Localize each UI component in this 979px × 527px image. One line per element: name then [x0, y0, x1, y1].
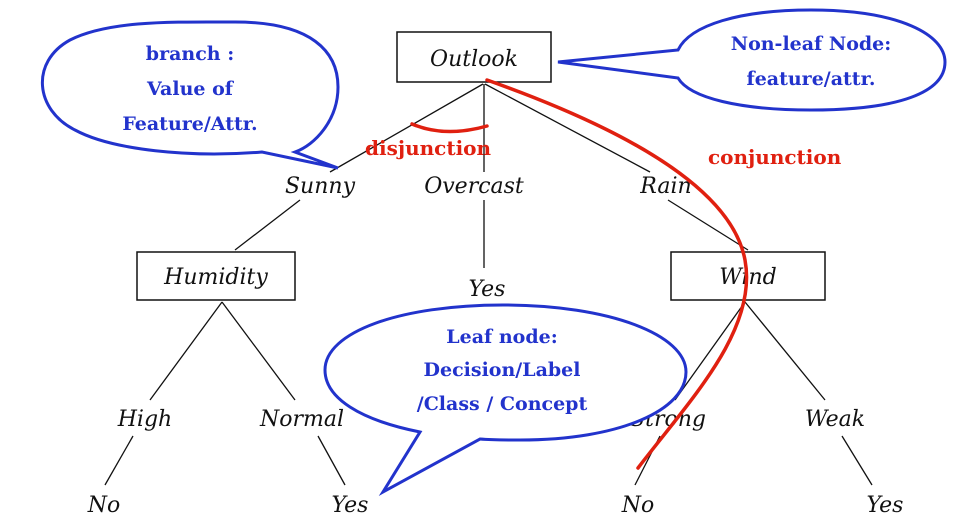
node-humidity-label: Humidity [163, 265, 268, 290]
branch-overcast-label: Overcast [424, 174, 524, 199]
conjunction-label: conjunction [708, 145, 842, 169]
edge-humidity-high [149, 301, 223, 401]
branch-weak-label: Weak [805, 407, 865, 432]
branch-callout-line1: branch : [146, 43, 234, 65]
leaf-callout: Leaf node: Decision/Label /Class / Conce… [323, 303, 688, 497]
conjunction-path [485, 78, 749, 470]
nonleaf-callout-line1: Non-leaf Node: [731, 33, 892, 55]
leaf-callout-line1: Leaf node: [446, 326, 557, 348]
nonleaf-callout-line2: feature/attr. [747, 68, 876, 90]
branch-sunny-label: Sunny [285, 174, 356, 199]
branch-normal-label: Normal [259, 407, 344, 432]
edge-rain-wind [667, 199, 749, 251]
leaf-no-label: No [621, 493, 655, 518]
branch-callout-bubble [41, 20, 340, 170]
leaf-callout-line2: Decision/Label [424, 359, 581, 381]
tree-edges [104, 83, 873, 486]
edge-outlook-sunny [329, 83, 484, 173]
edge-wind-strong [674, 301, 746, 401]
leaf-callout-bubble [323, 303, 688, 497]
nonleaf-callout: Non-leaf Node: feature/attr. [557, 8, 947, 112]
edge-high-no [104, 435, 134, 486]
disjunction-arc [410, 122, 489, 134]
leaf-yes-label: Yes [332, 493, 369, 518]
branch-high-label: High [117, 407, 172, 432]
edge-humidity-normal [221, 301, 296, 401]
nonleaf-callout-bubble [557, 8, 947, 112]
node-box-outlook [396, 31, 552, 83]
leaf-yes-label: Yes [867, 493, 904, 518]
leaf-overcast-yes-label: Yes [469, 277, 506, 302]
edge-sunny-humidity [234, 199, 301, 251]
edge-outlook-rain [484, 83, 651, 173]
node-box-humidity [136, 251, 296, 301]
branch-callout: branch : Value of Feature/Attr. [41, 20, 340, 170]
edge-weak-yes [841, 435, 873, 486]
branch-callout-line3: Feature/Attr. [122, 113, 257, 135]
edge-wind-weak [744, 301, 826, 401]
node-outlook-label: Outlook [430, 47, 518, 72]
edge-normal-yes [317, 435, 346, 486]
leaf-no-label: No [87, 493, 121, 518]
leaf-callout-line3: /Class / Concept [417, 393, 588, 415]
branch-rain-label: Rain [639, 174, 691, 199]
disjunction-label: disjunction [365, 136, 492, 160]
branch-callout-line2: Value of [146, 78, 235, 100]
